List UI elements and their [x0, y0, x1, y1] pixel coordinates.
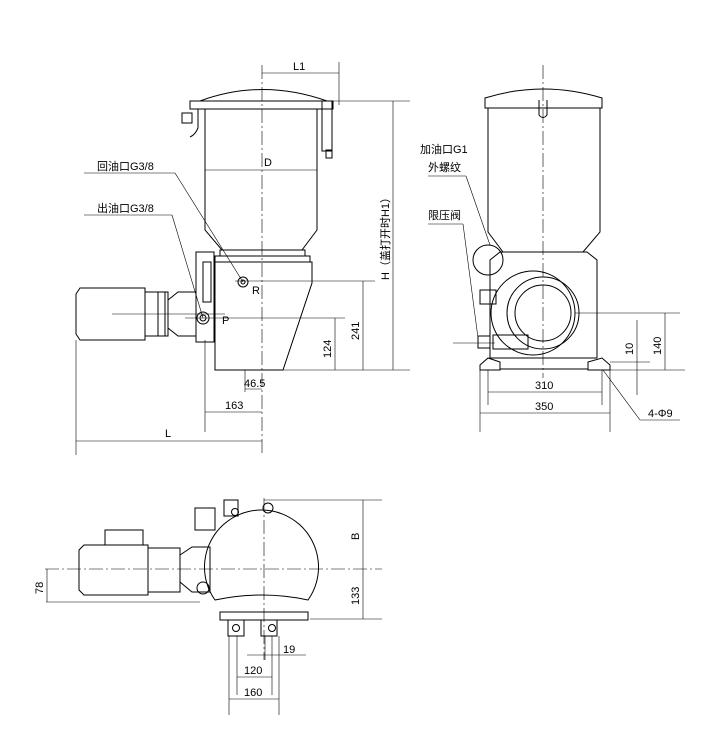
dim-b: B: [350, 533, 362, 540]
fill-port-label: 加油口G1: [420, 142, 468, 156]
dim-46-5: 46.5: [244, 378, 265, 390]
dim-120: 120: [244, 665, 262, 677]
dim-19: 19: [283, 644, 295, 656]
dim-124: 124: [322, 340, 334, 358]
return-port-label: 回油口G3/8: [97, 159, 154, 173]
dim-78: 78: [34, 582, 46, 594]
dim-163: 163: [225, 400, 243, 412]
side-view: 回油口G3/8 出油口G3/8 R P L1 D H（盖打开时H1） 241 1…: [75, 61, 410, 455]
r-label: R: [252, 285, 260, 297]
dim-holes: 4-Φ9: [648, 408, 673, 420]
dim-241: 241: [350, 322, 362, 340]
p-label: P: [222, 315, 229, 327]
dim-10: 10: [624, 343, 636, 355]
dim-d: D: [264, 157, 272, 169]
dim-310: 310: [535, 380, 553, 392]
outlet-port-label: 出油口G3/8: [97, 201, 154, 215]
dim-133: 133: [350, 587, 362, 605]
relief-valve-label: 限压阀: [428, 208, 461, 222]
dim-350: 350: [535, 401, 553, 413]
dim-160: 160: [244, 687, 262, 699]
top-view: B 133 78 19 120 160: [34, 498, 382, 715]
dim-l1: L1: [293, 61, 305, 73]
fill-thread-label: 外螺纹: [428, 160, 461, 174]
dim-h: H（盖打开时H1）: [378, 192, 392, 280]
dim-l: L: [165, 428, 171, 440]
dim-140: 140: [652, 337, 664, 355]
front-view: 加油口G1 外螺纹 限压阀 310 350 140 10 4-Φ9: [420, 65, 685, 432]
